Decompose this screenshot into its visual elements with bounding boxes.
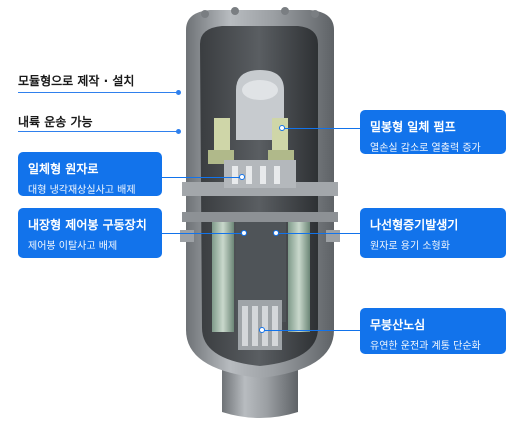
canned-pump-subtitle: 열손실 감소로 열출력 증가 xyxy=(370,143,481,154)
crdm-assembly xyxy=(224,160,296,188)
internal-crdm-marker xyxy=(241,230,247,236)
internal-crdm-callout: 내장형 제어봉 구동장치 제어봉 이탈사고 배제 xyxy=(18,208,162,258)
integral-reactor-callout: 일체형 원자로 대형 냉각재상실사고 배제 xyxy=(18,152,162,196)
integral-reactor-marker xyxy=(239,174,245,180)
helical-sg-callout: 나선형증기발생기 원자로 용기 소형화 xyxy=(360,208,506,258)
vessel-shell xyxy=(180,7,340,418)
integral-reactor-title: 일체형 원자로 xyxy=(28,162,99,176)
internal-crdm-title: 내장형 제어봉 구동장치 xyxy=(28,218,147,232)
canned-pump-marker xyxy=(279,125,285,131)
integral-reactor-subtitle: 대형 냉각재상실사고 배제 xyxy=(28,185,136,196)
boron-free-core-subtitle: 유연한 운전과 계통 단순화 xyxy=(370,341,481,352)
reactor-core xyxy=(238,300,282,350)
inland-feature-line xyxy=(18,129,181,134)
modular-feature-label: 모듈형으로 제작 · 설치 xyxy=(18,74,135,88)
boron-free-core-marker xyxy=(259,327,265,333)
helical-sg-marker xyxy=(273,230,279,236)
boron-free-core-title: 무붕산노심 xyxy=(370,318,426,332)
boron-free-core-leader xyxy=(262,330,360,331)
boron-free-core-callout: 무붕산노심 유연한 운전과 계통 단순화 xyxy=(360,308,506,354)
canned-pump-title: 밀봉형 일체 펌프 xyxy=(370,120,456,134)
inland-feature-label: 내륙 운송 가능 xyxy=(18,115,93,129)
internal-crdm-subtitle: 제어봉 이탈사고 배제 xyxy=(28,241,118,252)
helical-sg-subtitle: 원자로 용기 소형화 xyxy=(370,241,450,252)
integral-reactor-leader xyxy=(162,177,242,178)
internal-crdm-leader xyxy=(162,233,244,234)
helical-sg-leader xyxy=(276,233,360,234)
modular-feature-line xyxy=(18,90,181,95)
canned-pump-leader xyxy=(282,128,360,129)
canned-pump-callout: 밀봉형 일체 펌프 열손실 감소로 열출력 증가 xyxy=(360,110,506,154)
helical-sg-title: 나선형증기발생기 xyxy=(370,218,459,232)
